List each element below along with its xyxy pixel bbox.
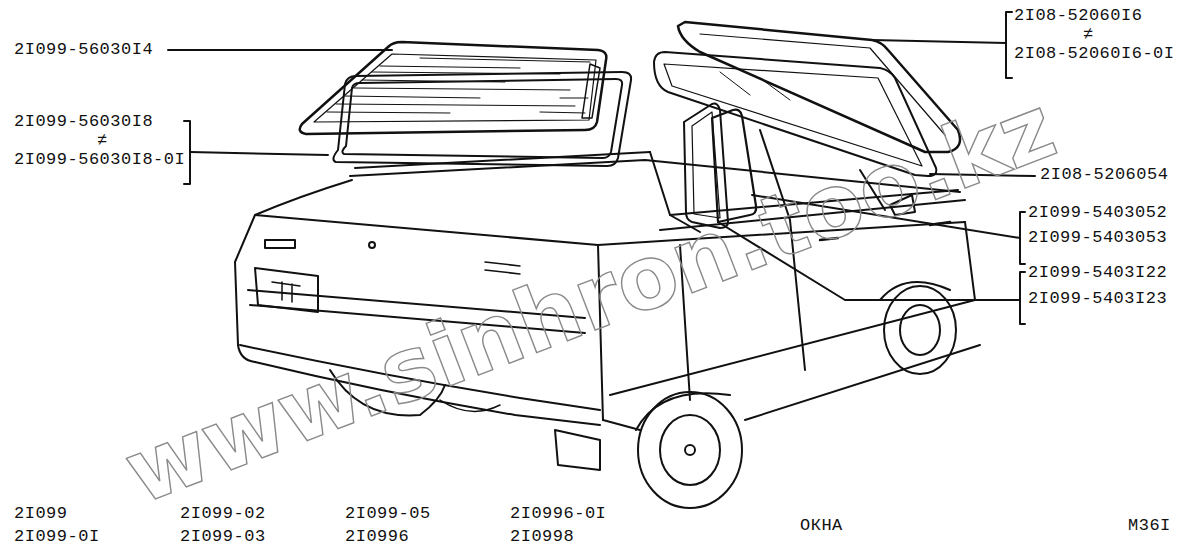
model-code: 2I0996 bbox=[345, 527, 409, 547]
part-number: 2I099-56030I8-0I bbox=[14, 150, 185, 170]
part-number: 2I08-52060I6-0I bbox=[1014, 44, 1175, 64]
part-number: 2I08-52060I6 bbox=[1014, 6, 1142, 26]
model-code: 2I099-05 bbox=[345, 504, 431, 524]
part-number: 2I099-5403I22 bbox=[1028, 263, 1167, 283]
part-number: 2I099-56030I4 bbox=[14, 40, 153, 60]
not-equal-sign: ≠ bbox=[97, 131, 108, 151]
model-code: 2I0996-0I bbox=[510, 504, 606, 524]
section-title: ОКНА bbox=[800, 516, 843, 536]
part-number: 2I099-5403052 bbox=[1028, 203, 1167, 223]
model-code: 2I099-03 bbox=[180, 527, 266, 547]
model-code: 2I0998 bbox=[510, 527, 574, 547]
model-code: 2I099 bbox=[14, 504, 68, 524]
not-equal-sign: ≠ bbox=[1083, 25, 1094, 45]
page-code: M36I bbox=[1128, 516, 1171, 536]
model-code: 2I099-0I bbox=[14, 527, 100, 547]
part-number: 2I099-5403053 bbox=[1028, 228, 1167, 248]
part-number: 2I099-56030I8 bbox=[14, 112, 153, 132]
model-code: 2I099-02 bbox=[180, 504, 266, 524]
part-number: 2I08-5206054 bbox=[1040, 165, 1168, 185]
part-number: 2I099-5403I23 bbox=[1028, 289, 1167, 309]
